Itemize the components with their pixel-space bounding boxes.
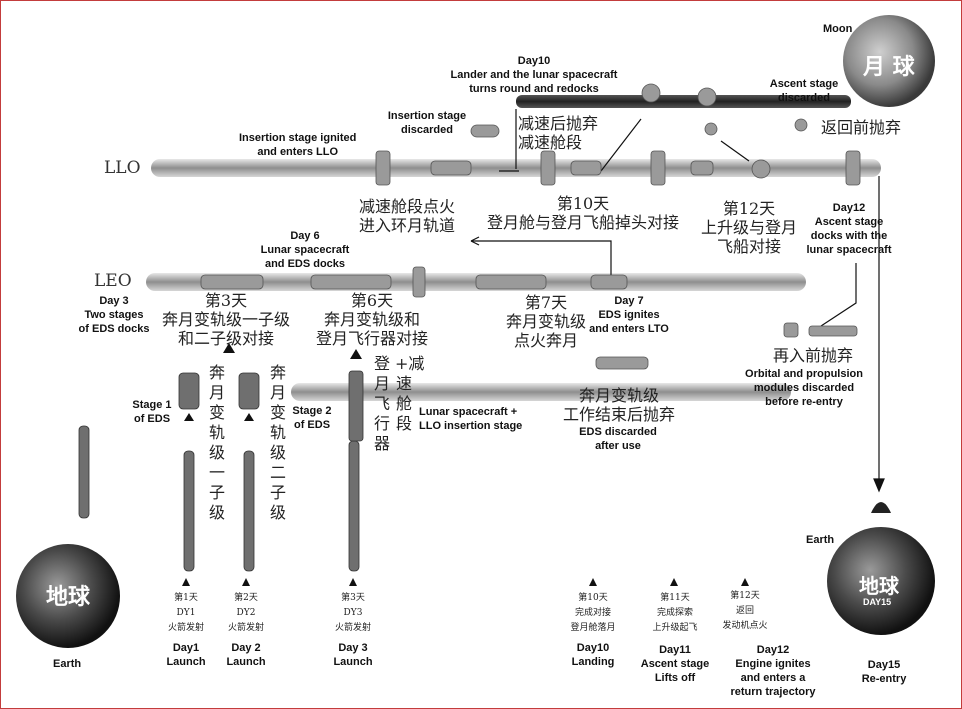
earth-left-globe: [16, 544, 120, 648]
zh-day12-dock-label: 第12天 上升级与登月 飞船对接: [700, 199, 797, 256]
moon-label: Moon: [823, 23, 853, 35]
zh-day10-dock-label: 第10天 登月舱与登月飞船掉头对接: [486, 194, 679, 232]
lunar-insertion-label: Lunar spacecraft + LLO insertion stage: [419, 406, 523, 432]
zh-decel-ignite-label: 减速舱段点火 进入环月轨道: [358, 197, 455, 235]
insertion-ignited-label: Insertion stage ignited and enters LLO: [239, 132, 357, 158]
moon-globe: [843, 15, 935, 107]
zh-decel-stage-label: +减速舱段: [395, 354, 425, 433]
earth-left-zh-label: 地球: [46, 584, 91, 610]
day12-docks-label: Day12 Ascent stage docks with the lunar …: [806, 202, 892, 256]
zh-eds-discard-label: 奔月变轨级 工作结束后抛弃: [562, 386, 675, 424]
day10-redock-label: Day10 Lander and the lunar spacecraft tu…: [450, 55, 618, 95]
timeline-en-2: Day 2 Launch: [226, 642, 266, 668]
zh-stage2-label: 奔月变轨级二子级: [269, 363, 286, 522]
llo-label: LLO: [104, 158, 141, 178]
earth-right-overlay: DAY15: [863, 597, 892, 607]
zh-reentry-discard-label: 再入前抛弃: [773, 346, 854, 365]
zh-day3-label: 第3天 奔月变轨级一子级 和二子级对接: [161, 291, 290, 348]
orbital-discarded-label: Orbital and propulsion modules discarded…: [745, 368, 863, 408]
zh-day7-label: 第7天 奔月变轨级 点火奔月: [505, 293, 586, 350]
timeline-en-5: Day11 Ascent stage Lifts off: [640, 644, 710, 684]
earth-right-label: Earth: [806, 534, 835, 546]
eds-bar: [291, 383, 791, 401]
lunar-orbit-bar: [516, 95, 851, 108]
day6-docks-label: Day 6 Lunar spacecraft and EDS docks: [260, 230, 350, 270]
timeline-zh-4: 第10天 完成对接 登月舱落月: [570, 593, 616, 633]
stage1-label: Stage 1 of EDS: [132, 399, 172, 425]
day7-ignites-label: Day 7 EDS ignites and enters LTO: [589, 295, 669, 335]
timeline-en-6: Day12 Engine ignites and enters a return…: [730, 644, 816, 698]
earth-left-label: Earth: [53, 658, 82, 670]
timeline-zh-5: 第11天 完成探索 上升级起飞: [652, 593, 698, 633]
earth-right-zh-label: 地球: [859, 574, 899, 598]
day3-docks-label: Day 3 Two stages of EDS docks: [78, 295, 150, 335]
earth-right-globe: [827, 527, 935, 635]
moon-zh-label: 月 球: [863, 54, 915, 80]
timeline-zh-1: 第1天 DY1 火箭发射: [167, 593, 204, 633]
timeline-en-4: Day10 Landing: [571, 642, 615, 668]
timeline-zh-3: 第3天 DY3 火箭发射: [334, 593, 371, 633]
timeline-zh-2: 第2天 DY2 火箭发射: [227, 593, 264, 633]
timeline-en-1: Day1 Launch: [166, 642, 206, 668]
leo-label: LEO: [94, 271, 132, 291]
zh-return-discard-label: 返回前抛弃: [821, 118, 902, 137]
zh-stage1-label: 奔月变轨级一子级: [208, 363, 225, 522]
zh-day6-label: 第6天 奔月变轨级和 登月飞行器对接: [315, 291, 428, 348]
zh-decel-discard-label: 减速后抛弃 减速舱段: [518, 114, 599, 152]
capsule: [871, 502, 891, 513]
timeline-en-7: Day15 Re-entry: [861, 659, 907, 685]
insertion-discarded-label: Insertion stage discarded: [387, 110, 467, 136]
timeline-en-3: Day 3 Launch: [333, 642, 373, 668]
ascent-discarded-label: Ascent stage discarded: [769, 78, 839, 104]
stage2-label: Stage 2 of EDS: [292, 405, 332, 431]
eds-discarded-label: EDS discarded after use: [579, 426, 657, 452]
zh-lander-label: 登月飞行器: [373, 354, 390, 453]
rockets: [78, 370, 364, 572]
timeline-zh-6: 第12天 返回 发动机点火: [722, 591, 768, 631]
